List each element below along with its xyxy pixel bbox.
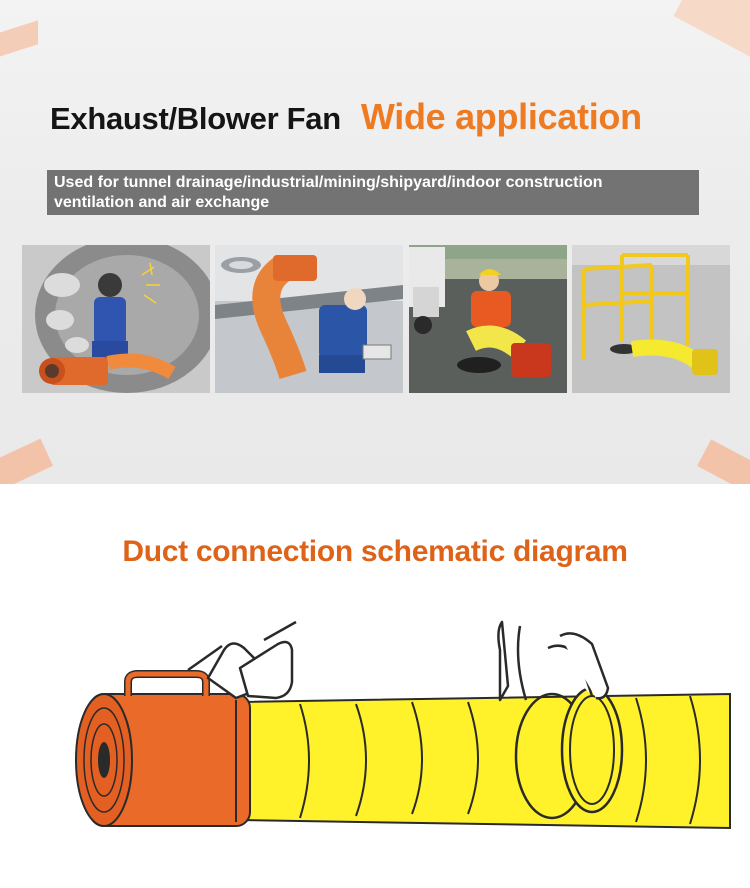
application-photo-tunnel	[22, 245, 210, 393]
application-description: Used for tunnel drainage/industrial/mini…	[47, 170, 699, 215]
description-line: Used for tunnel drainage/industrial/mini…	[54, 174, 603, 191]
product-title: Exhaust/Blower Fan	[50, 101, 341, 136]
decor-corner	[673, 0, 750, 59]
duct-connection-diagram	[0, 600, 750, 888]
decor-corner	[0, 20, 38, 60]
schematic-title: Duct connection schematic diagram	[122, 535, 628, 568]
application-photo-rooftop	[215, 245, 403, 393]
application-photo-manhole-worker	[409, 245, 567, 393]
application-banner: Exhaust/Blower Fan Wide application Used…	[0, 0, 750, 484]
application-photo-guard-rail	[572, 245, 730, 393]
decor-corner	[0, 438, 54, 484]
heading-row: Exhaust/Blower Fan Wide application	[50, 96, 642, 138]
decor-corner	[697, 439, 750, 484]
description-line: ventilation and air exchange	[54, 194, 270, 211]
accent-title: Wide application	[360, 96, 642, 137]
